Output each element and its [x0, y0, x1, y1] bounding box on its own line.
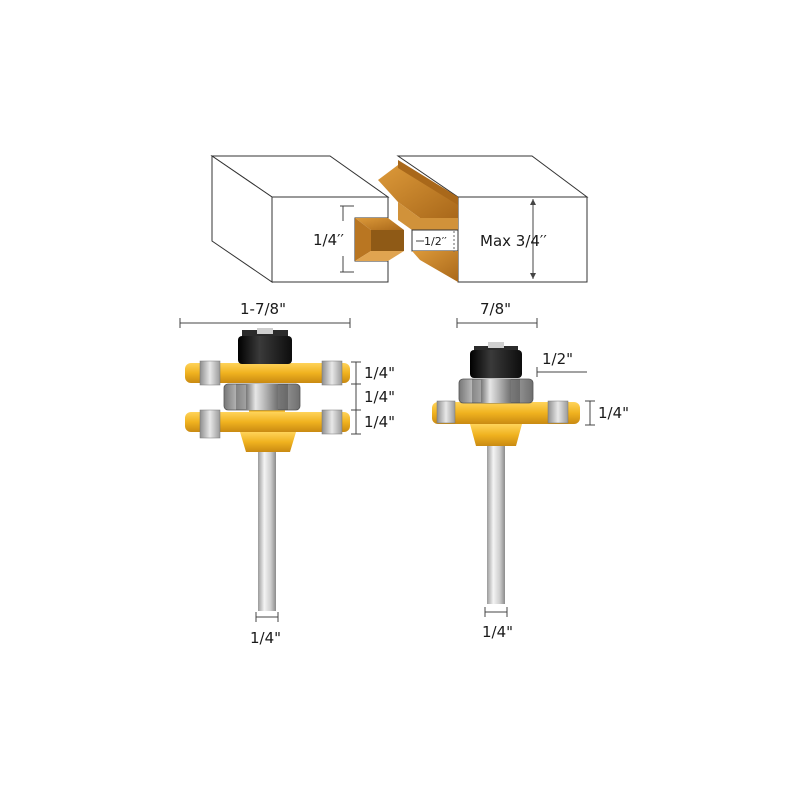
tongue-depth-dimension: 1/2′′ — [416, 231, 455, 252]
right-bit-diameter-label: 7/8" — [480, 300, 511, 318]
right-router-bit: 7/8" 1/2" — [432, 300, 629, 641]
max-thickness-dimension: Max 3/4′′ — [480, 199, 547, 279]
left-bit-bearing — [223, 383, 301, 411]
joint-diagram: 1/4′′ 1/2′′ Max 3/4′′ — [210, 155, 589, 283]
left-bit-shank-label: 1/4" — [250, 629, 281, 647]
tongue-depth-label: 1/2′′ — [424, 235, 447, 248]
left-bit-lower-cutter — [185, 409, 350, 439]
right-bit-nut — [470, 342, 522, 378]
left-bit-spacer-thickness-label: 1/4" — [364, 388, 395, 406]
right-bit-bearing — [458, 378, 534, 404]
right-bit-shank-dimension: 1/4" — [482, 607, 513, 641]
right-bit-cutter — [432, 400, 580, 424]
left-bit-diameter-dimension: 1-7/8" — [179, 300, 351, 328]
right-bit-hub — [470, 424, 522, 446]
left-bit-shank — [258, 448, 276, 611]
left-board-groove — [210, 155, 404, 283]
max-thickness-label: Max 3/4′′ — [480, 232, 547, 250]
right-board-tongue — [378, 155, 589, 283]
groove-width-dimension: 1/4′′ — [313, 205, 354, 273]
right-bit-shank-label: 1/4" — [482, 623, 513, 641]
left-router-bit: 1-7/8" — [179, 300, 395, 647]
left-bit-upper-cutter — [185, 360, 350, 386]
left-bit-lower-thickness-label: 1/4" — [364, 413, 395, 431]
left-bit-upper-thickness-label: 1/4" — [364, 364, 395, 382]
left-bit-thickness-dimensions: 1/4" 1/4" 1/4" — [351, 361, 395, 435]
right-bit-bearing-label: 1/2" — [542, 350, 573, 368]
right-bit-thickness-dimension: 1/4" — [585, 400, 629, 426]
left-bit-nut — [238, 328, 292, 364]
left-bit-diameter-label: 1-7/8" — [240, 300, 286, 318]
left-bit-hub — [240, 432, 296, 452]
right-bit-thickness-label: 1/4" — [598, 404, 629, 422]
groove-width-label: 1/4′′ — [313, 231, 345, 249]
right-bit-shank — [487, 442, 505, 604]
right-bit-diameter-dimension: 7/8" — [456, 300, 538, 328]
left-bit-shank-dimension: 1/4" — [250, 612, 281, 647]
right-bit-bearing-dimension: 1/2" — [536, 350, 587, 377]
